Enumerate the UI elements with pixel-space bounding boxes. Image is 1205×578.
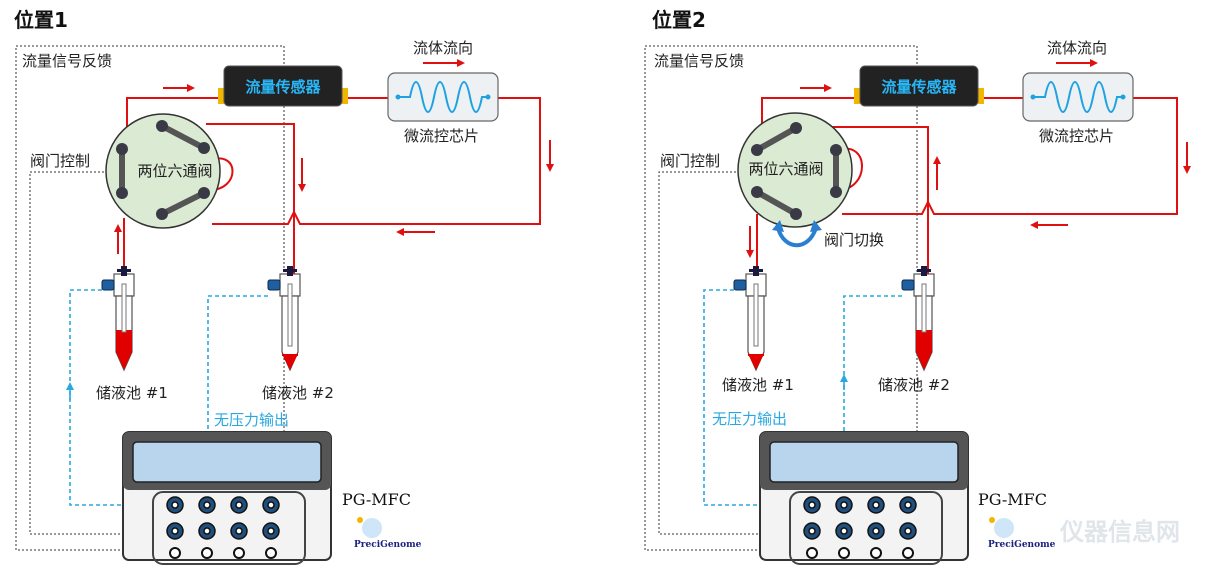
- sensor-label: 流量传感器: [245, 78, 321, 96]
- valve-control-label: 阀门控制: [660, 152, 720, 170]
- panel-title: 位置2: [652, 8, 706, 32]
- controller-model: PG-MFC: [342, 490, 411, 509]
- valve-switch-label: 阀门切换: [824, 231, 884, 249]
- reservoir-2: [901, 265, 935, 371]
- reservoir-2-label: 储液池 #2: [262, 384, 334, 402]
- panel-position-2: 位置2 流量信号反馈 阀门控制 流量传感器 流体流向: [644, 8, 1191, 565]
- microfluidic-chip: [387, 72, 499, 122]
- panel-title: 位置1: [14, 8, 68, 32]
- feedback-label: 流量信号反馈: [22, 52, 112, 70]
- reservoir-2-label: 储液池 #2: [878, 376, 950, 394]
- flow-direction-label: 流体流向: [1047, 39, 1107, 57]
- panel-position-1: 位置1 流量信号反馈 阀门控制 流量传感器: [14, 8, 554, 565]
- six-way-valve: 两位六通阀: [105, 113, 221, 229]
- valve-label: 两位六通阀: [137, 162, 212, 180]
- reservoir-1-label: 储液池 #1: [96, 384, 168, 402]
- pressure-output-label: 无压力输出: [712, 410, 787, 428]
- flow-sensor: 流量传感器: [854, 65, 984, 107]
- pressure-output-label: 无压力输出: [214, 411, 289, 429]
- sensor-label: 流量传感器: [881, 78, 957, 96]
- reservoir-1-label: 储液池 #1: [722, 376, 794, 394]
- six-way-valve: 两位六通阀: [737, 112, 853, 228]
- pressure-controller: [759, 431, 969, 565]
- controller-model: PG-MFC: [978, 490, 1047, 509]
- valve-switch-arrow-icon: [772, 220, 822, 248]
- flow-arrows: [746, 59, 1191, 258]
- feedback-label: 流量信号反馈: [654, 52, 744, 70]
- valve-control-line: [29, 171, 123, 535]
- fluid-path: [123, 97, 541, 278]
- chip-label: 微流控芯片: [1039, 127, 1114, 145]
- microfluidic-chip: [1022, 72, 1134, 122]
- flow-sensor: 流量传感器: [218, 65, 348, 107]
- svg-text:PreciGenome: PreciGenome: [988, 540, 1056, 550]
- flow-direction-label: 流体流向: [413, 39, 473, 57]
- chip-label: 微流控芯片: [404, 127, 479, 145]
- reservoir-1: [733, 265, 767, 371]
- valve-label: 两位六通阀: [748, 160, 823, 178]
- reservoir-2: [267, 265, 301, 371]
- precigenome-logo: PreciGenome: [354, 517, 422, 550]
- pressure-controller: [122, 431, 332, 565]
- valve-control-label: 阀门控制: [30, 152, 90, 170]
- reservoir-1: [101, 265, 135, 371]
- flow-arrows: [114, 59, 554, 254]
- precigenome-logo: PreciGenome: [988, 517, 1056, 550]
- svg-text:PreciGenome: PreciGenome: [354, 540, 422, 550]
- valve-control-line: [658, 171, 760, 535]
- watermark: 仪器信息网: [1059, 518, 1180, 546]
